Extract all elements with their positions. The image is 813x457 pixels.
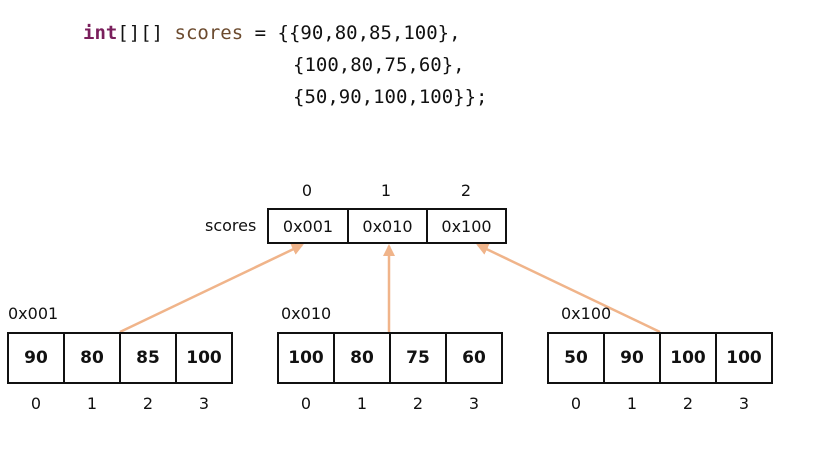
row-1-cell-1: 80: [333, 332, 391, 384]
row-0-cell-3: 100: [175, 332, 233, 384]
arrow-row-2: [476, 243, 661, 334]
outer-cell-2: 0x100: [426, 208, 507, 244]
code-line-2: {100,80,75,60},: [293, 54, 465, 76]
row-2-index-3: 3: [738, 394, 750, 413]
row-1-index-1: 1: [356, 394, 368, 413]
row-1-cell-0: 100: [277, 332, 335, 384]
row-2-cell-3: 100: [715, 332, 773, 384]
row-0-index-0: 0: [30, 394, 42, 413]
outer-cell-0: 0x001: [267, 208, 349, 244]
type-keyword: int: [83, 22, 118, 44]
code-line-1: int[][] scores = {{90,80,85,100},: [83, 18, 461, 49]
row-0-cell-2: 85: [119, 332, 177, 384]
row-1-index-0: 0: [300, 394, 312, 413]
row-0-address: 0x001: [8, 304, 59, 323]
row-2-cell-2: 100: [659, 332, 717, 384]
row-1-cell-2: 75: [389, 332, 447, 384]
row-0-cell-1: 80: [63, 332, 121, 384]
array-brackets: [][]: [117, 22, 164, 44]
row-2-address: 0x100: [561, 304, 612, 323]
outer-index-0: 0: [301, 181, 313, 200]
outer-index-2: 2: [460, 181, 472, 200]
row-1-address: 0x010: [281, 304, 332, 323]
variable-name: scores: [174, 22, 244, 44]
arrow-row-0: [119, 243, 304, 334]
row-2-cell-1: 90: [603, 332, 661, 384]
row-1-index-3: 3: [468, 394, 480, 413]
row-0-cell-0: 90: [7, 332, 65, 384]
outer-index-1: 1: [380, 181, 392, 200]
code-line-3: {50,90,100,100}};: [293, 86, 488, 108]
row-2-cell-0: 50: [547, 332, 605, 384]
row-1-index-2: 2: [412, 394, 424, 413]
row-2-index-1: 1: [626, 394, 638, 413]
row-2-index-0: 0: [570, 394, 582, 413]
outer-array-label: scores: [205, 216, 257, 235]
row-0-index-3: 3: [198, 394, 210, 413]
outer-cell-1: 0x010: [347, 208, 428, 244]
initializer-line-1: = {{90,80,85,100},: [243, 22, 461, 44]
row-0-index-1: 1: [86, 394, 98, 413]
row-2-index-2: 2: [682, 394, 694, 413]
row-0-index-2: 2: [142, 394, 154, 413]
row-1-cell-3: 60: [445, 332, 503, 384]
